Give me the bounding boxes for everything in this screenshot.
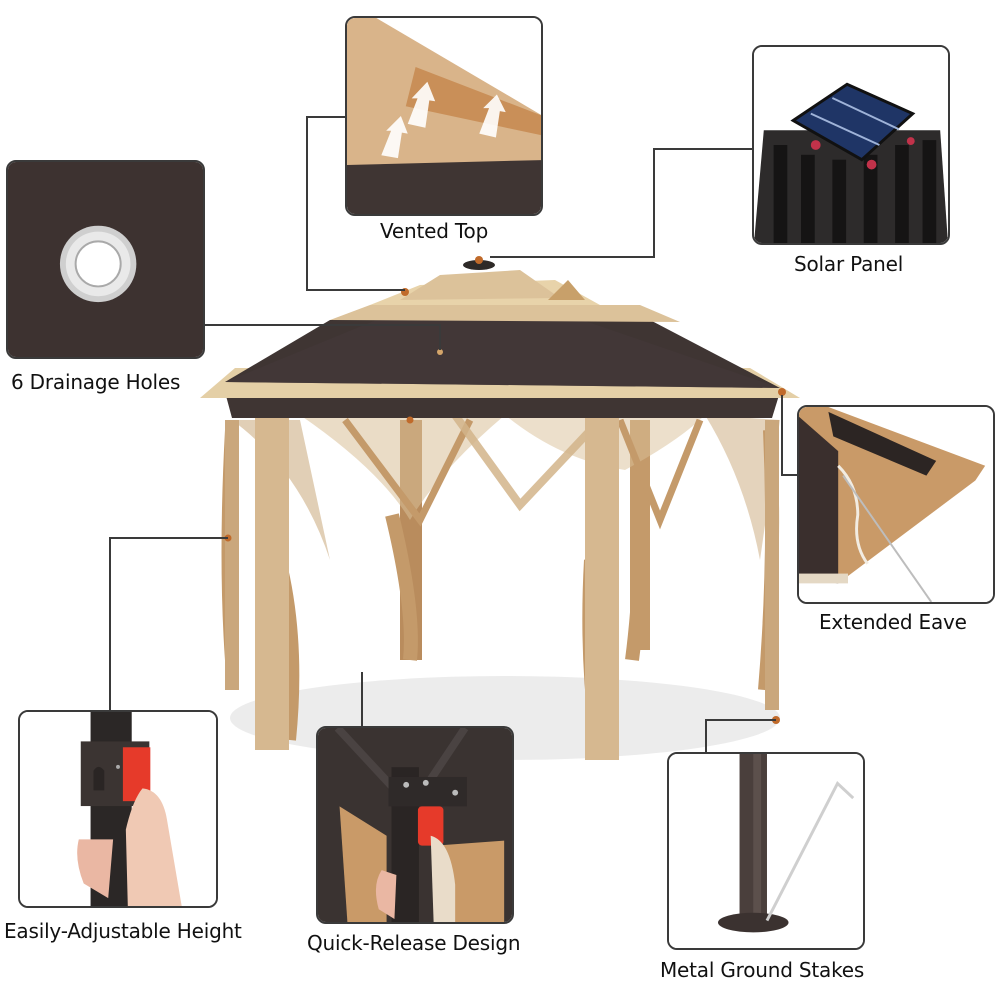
ground-stakes-callout: [667, 752, 865, 950]
ground-stake-icon: [669, 754, 863, 948]
vented-top-callout: [345, 16, 543, 216]
height-lock-icon: [20, 712, 216, 906]
adjustable-height-callout: [18, 710, 218, 908]
extended-eave-label: Extended Eave: [819, 610, 967, 634]
eave-rope-icon: [799, 407, 993, 602]
solar-panel-icon: [754, 47, 948, 243]
solar-panel-label: Solar Panel: [794, 252, 904, 276]
quick-release-label: Quick-Release Design: [307, 931, 521, 955]
quick-release-button-icon: [318, 728, 512, 922]
adjustable-height-label: Easily-Adjustable Height: [4, 919, 242, 943]
quick-release-callout: [316, 726, 514, 924]
vented-top-label: Vented Top: [380, 219, 489, 243]
drainage-holes-callout: [6, 160, 205, 359]
grommet-icon: [8, 162, 203, 357]
ground-stakes-label: Metal Ground Stakes: [660, 958, 865, 982]
vent-arrows-icon: [347, 18, 541, 214]
solar-panel-callout: [752, 45, 950, 245]
extended-eave-callout: [797, 405, 995, 604]
drainage-holes-label: 6 Drainage Holes: [11, 370, 181, 394]
